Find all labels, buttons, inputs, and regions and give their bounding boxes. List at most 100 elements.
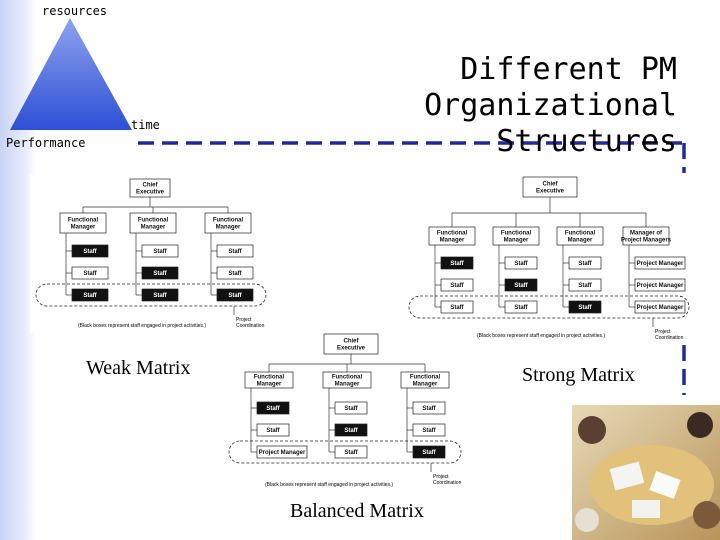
balanced-svg-coordination-label: Project [433,474,449,480]
weak-svg-cell-1-2-text: Staff [153,293,167,299]
balanced-svg-cell-0-1-box [256,423,290,437]
balanced-svg-manager-0-text: Functional [254,375,285,381]
balanced-svg-cell-1-0-text: Staff [344,406,358,412]
weak-svg-cell-0-1-text: Staff [83,271,97,277]
weak-svg-manager-1-box [129,212,177,234]
weak-svg-manager-0-text: Manager [71,225,96,231]
balanced-matrix-caption: Balanced Matrix [290,500,424,522]
balanced-svg-manager-2-text: Functional [410,375,441,381]
weak-svg-chief-text: Executive [136,190,165,196]
strong-svg-cell-3-2: Project Manager [634,300,686,314]
strong-svg-cell-0-2: Staff [440,300,474,314]
balanced-svg-cell-0-2-text: Project Manager [259,450,306,456]
weak-svg-cell-0-0-text: Staff [83,249,97,255]
strong-svg-manager-1-text: Manager [504,238,529,244]
weak-svg-cell-2-0-text: Staff [228,249,242,255]
balanced-svg-cell-2-2: Staff [412,445,446,459]
balanced-svg-cell-2-1-box [412,423,446,437]
strong-svg-cell-1-1-text: Staff [514,283,528,289]
strong-svg-chief-text: Executive [536,189,565,195]
weak-matrix-diagram: ChiefExecutiveFunctionalManagerStaffStaf… [35,178,267,329]
strong-svg-cell-3-1: Project Manager [634,278,686,292]
balanced-svg-cell-2-2-box [412,445,446,459]
strong-svg-cell-2-0-box [568,256,602,270]
weak-svg-cell-1-0: Staff [141,244,179,258]
strong-svg-cell-0-0: Staff [440,256,474,270]
balanced-svg-chief-text: Chief [344,339,360,345]
strong-svg-manager-0-text: Functional [437,231,468,237]
weak-svg-cell-2-0: Staff [216,244,254,258]
weak-svg-cell-0-1: Staff [71,266,109,280]
balanced-svg-cell-0-2: Project Manager [256,445,308,459]
weak-svg-cell-1-1: Staff [141,266,179,280]
balanced-svg-coordination-label-2: Coordination [433,480,462,486]
weak-svg-cell-2-1: Staff [216,266,254,280]
weak-svg-cell-1-0-box [141,244,179,258]
strong-svg-cell-2-1-text: Staff [578,283,592,289]
balanced-svg-cell-0-1: Staff [256,423,290,437]
weak-svg-cell-2-1-text: Staff [228,271,242,277]
strong-svg-cell-1-0: Staff [504,256,538,270]
strong-svg-cell-2-2: Staff [568,300,602,314]
strong-svg-coordination-ring [408,295,690,319]
title-line-2: Structures [496,124,677,159]
strong-svg-cell-3-0-box [634,256,686,270]
balanced-svg-cell-0-2-box [256,445,308,459]
strong-svg-cell-1-1-box [504,278,538,292]
weak-svg-manager-2-text: Functional [213,218,244,224]
balanced-svg-cell-1-1: Staff [334,423,368,437]
title-line-1: Different PM Organizational [424,52,677,123]
weak-matrix-caption: Weak Matrix [86,357,191,379]
strong-svg-cell-2-2-text: Staff [578,305,592,311]
strong-svg-cell-3-2-box [634,300,686,314]
strong-svg-cell-0-1-box [440,278,474,292]
strong-svg-cell-3-1-box [634,278,686,292]
weak-svg-coordination-label: Project [236,317,252,323]
weak-svg-manager-2-box [204,212,252,234]
balanced-svg-cell-0-0-text: Staff [266,406,280,412]
balanced-svg-cell-2-1: Staff [412,423,446,437]
weak-svg-cell-2-1-box [216,266,254,280]
strong-svg-manager-0-box [428,226,476,246]
strong-svg-cell-2-0-text: Staff [578,261,592,267]
strong-svg-cell-1-0-box [504,256,538,270]
strong-svg-cell-0-1: Staff [440,278,474,292]
strong-svg-manager-3-text: Manager of [630,231,663,237]
weak-svg-cell-0-1-box [71,266,109,280]
strong-svg-cell-1-2: Staff [504,300,538,314]
strong-svg-cell-1-2-text: Staff [514,305,528,311]
balanced-svg-cell-1-1-text: Staff [344,428,358,434]
balanced-svg-chief-text: Executive [337,346,366,352]
weak-svg-cell-2-2: Staff [216,288,254,302]
balanced-svg-cell-2-0: Staff [412,401,446,415]
balanced-svg-cell-2-0-box [412,401,446,415]
strong-svg-cell-3-0: Project Manager [634,256,686,270]
balanced-svg-footnote: (Black boxes represent staff engaged in … [265,482,393,488]
strong-svg-coordination-label: Project [655,329,671,335]
strong-matrix-diagram: ChiefExecutiveFunctionalManagerStaffStaf… [408,176,690,341]
balanced-svg-cell-0-0: Staff [256,401,290,415]
weak-svg-cell-0-2-text: Staff [83,293,97,299]
weak-svg-cell-2-0-box [216,244,254,258]
weak-svg-cell-0-0-box [71,244,109,258]
balanced-svg-coordination-ring [228,440,462,464]
weak-svg-cell-0-2: Staff [71,288,109,302]
strong-svg-cell-0-2-box [440,300,474,314]
resources-label: resources [42,4,108,18]
strong-svg-chief-text: Chief [543,182,559,188]
balanced-svg-manager-1-box [322,371,372,389]
strong-svg-manager-3-box [622,226,670,246]
balanced-svg-manager-2-box [400,371,450,389]
weak-svg-coordination-label-2: Coordination [236,323,265,329]
weak-svg-cell-1-2: Staff [141,288,179,302]
balanced-matrix-diagram: ChiefExecutiveFunctionalManagerStaffStaf… [228,333,462,488]
weak-svg-cell-1-1-text: Staff [153,271,167,277]
slide-title: Different PM Organizational Structures [222,52,677,160]
